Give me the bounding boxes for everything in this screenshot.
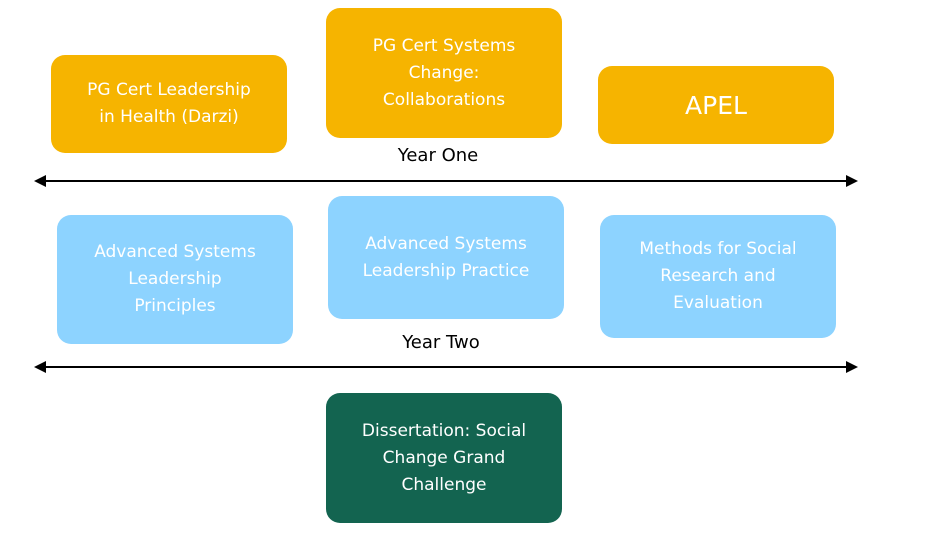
year-two-label: Year Two <box>402 332 480 353</box>
module-advanced-systems-leadership-principles: Advanced Systems Leadership Principles <box>57 215 293 344</box>
module-advanced-systems-leadership-practice: Advanced Systems Leadership Practice <box>328 196 564 319</box>
module-apel: APEL <box>598 66 834 144</box>
module-pg-cert-leadership-in-health: PG Cert Leadership in Health (Darzi) <box>51 55 287 153</box>
year-one-label: Year One <box>397 145 479 166</box>
module-dissertation: Dissertation: Social Change Grand Challe… <box>326 393 562 523</box>
module-pg-cert-systems-change: PG Cert Systems Change: Collaborations <box>326 8 562 138</box>
module-methods-social-research: Methods for Social Research and Evaluati… <box>600 215 836 338</box>
year-two-timeline-arrow <box>34 361 858 373</box>
year-one-timeline-arrow <box>34 175 858 187</box>
